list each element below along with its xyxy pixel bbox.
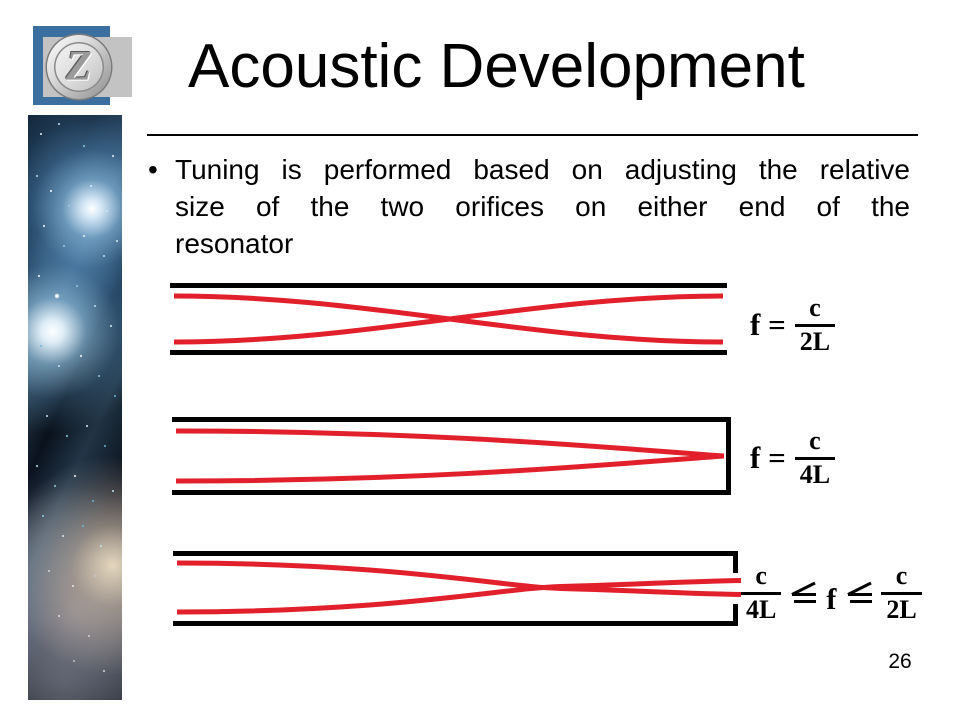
- tube1-standing-wave-b: [173, 293, 724, 345]
- page-number: 26: [888, 650, 912, 673]
- formula3-left-numerator: c: [741, 562, 782, 595]
- formula2-denominator: 4L: [799, 459, 831, 489]
- tube3-standing-wave-a: [176, 560, 742, 597]
- less-than-or-equal-icon: [791, 581, 817, 603]
- tube2-standing-wave-b: [175, 453, 725, 484]
- formula-quarter-wave: f = c 4L: [750, 423, 836, 493]
- formula2-fraction: c 4L: [794, 427, 836, 489]
- bullet-marker: •: [148, 154, 158, 185]
- formula3-left-denominator: 4L: [746, 594, 777, 624]
- formula1-lhs: f =: [750, 307, 786, 342]
- formula2-numerator: c: [794, 427, 836, 460]
- formula3-left-fraction: c 4L: [741, 562, 782, 624]
- tube2-standing-wave-a: [175, 428, 725, 459]
- formula-half-wave: f = c 2L: [750, 290, 836, 360]
- formula-frequency-range: c 4L f c 2L: [741, 556, 922, 630]
- formula1-denominator: 2L: [799, 326, 831, 356]
- page-title: Acoustic Development: [188, 32, 805, 101]
- formula2-lhs: f =: [750, 440, 786, 475]
- space-image-strip: [28, 115, 122, 700]
- formula1-numerator: c: [794, 294, 836, 327]
- less-than-or-equal-icon: [847, 581, 873, 603]
- formula3-right-denominator: 2L: [886, 594, 917, 624]
- resonator-diagram-open-closed: [172, 417, 731, 495]
- starfield-dots: [28, 115, 30, 117]
- resonator-diagram-orifice: [173, 551, 742, 626]
- tube3-standing-wave-b: [176, 578, 742, 615]
- logo-ring-inner: [54, 42, 104, 92]
- formula3-right-fraction: c 2L: [881, 562, 922, 624]
- resonator-diagram-open-open: [170, 283, 727, 355]
- formula3-right-numerator: c: [881, 562, 922, 595]
- title-underline: [147, 134, 918, 136]
- bullet-text-line3: resonator: [175, 228, 294, 259]
- bullet-text: Tuning is performed based on adjusting t…: [175, 151, 910, 262]
- logo-ring-icon: Z: [47, 35, 111, 99]
- logo-letter: Z: [66, 44, 92, 90]
- bullet-text-line1: Tuning is performed based on adjusting t…: [175, 154, 910, 185]
- bullet-text-line2: size of the two orifices on either end o…: [175, 191, 910, 222]
- organization-logo: Z: [0, 0, 150, 120]
- formula3-frequency-symbol: f: [826, 583, 837, 616]
- bullet-item: • Tuning is performed based on adjusting…: [148, 151, 910, 262]
- formula1-fraction: c 2L: [794, 294, 836, 356]
